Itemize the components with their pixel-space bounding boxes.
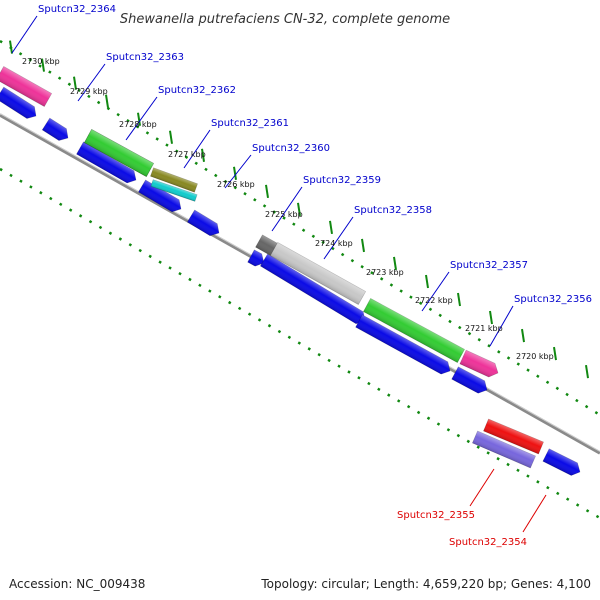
cds-block[interactable]: [542, 448, 583, 479]
tick-mark: [201, 148, 205, 162]
map-title: Shewanella putrefaciens CN-32, complete …: [120, 12, 450, 27]
tick-mark: [329, 220, 333, 235]
cds-block[interactable]: [41, 117, 72, 144]
gene-block-sputcn32_2358[interactable]: [269, 242, 367, 305]
gene-block-sputcn32_2360[interactable]: [150, 179, 198, 202]
kbp-label: 2729 kbp: [70, 87, 108, 96]
kbp-label: 2728 kbp: [119, 120, 157, 129]
kbp-label: 2730 kbp: [22, 57, 60, 66]
gene-block-sputcn32_2355[interactable]: [472, 430, 536, 469]
tick-mark: [41, 58, 45, 72]
inner-dotted-ring: [0, 167, 600, 520]
tick-mark: [457, 292, 461, 307]
cds-block[interactable]: [0, 86, 40, 122]
tick-mark: [233, 166, 237, 180]
tick-mark: [425, 274, 429, 289]
tick-mark: [361, 238, 365, 253]
callout-line: [77, 63, 106, 102]
gene-block-sputcn32_2361[interactable]: [150, 167, 198, 193]
cds-block[interactable]: [186, 209, 222, 239]
gene-label-sputcn32_2358[interactable]: Sputcn32_2358: [354, 205, 432, 216]
cds-track: [0, 86, 583, 479]
kbp-label: 2722 kbp: [415, 296, 453, 305]
kbp-label: 2720 kbp: [516, 352, 554, 361]
gene-block-sputcn32_2364[interactable]: [0, 66, 53, 107]
kbp-labels: 2730 kbp 2729 kbp 2728 kbp 2727 kbp 2726 kbp…: [22, 57, 554, 361]
tick-mark: [169, 130, 173, 144]
callout-line: [421, 271, 450, 312]
cds-block[interactable]: [451, 366, 491, 396]
callout-line: [183, 129, 211, 169]
callout-line: [522, 494, 547, 533]
accession-label: Accession: NC_009438: [9, 577, 146, 591]
tick-mark: [521, 328, 525, 343]
tick-mark: [105, 94, 109, 108]
kbp-label: 2723 kbp: [366, 268, 404, 277]
kbp-label: 2721 kbp: [465, 324, 503, 333]
kbp-label: 2727 kbp: [168, 150, 206, 159]
cds-block[interactable]: [247, 249, 268, 269]
callout-line: [11, 15, 38, 54]
kbp-label: 2726 kbp: [217, 180, 255, 189]
callout-line: [224, 154, 252, 189]
callout-line: [469, 468, 495, 507]
gene-block-sputcn32_2357[interactable]: [363, 298, 465, 363]
gene-label-sputcn32_2364[interactable]: Sputcn32_2364: [38, 4, 116, 15]
callout-line: [125, 96, 158, 141]
kbp-label: 2725 kbp: [265, 210, 303, 219]
tick-mark: [137, 112, 141, 126]
tick-mark: [553, 346, 557, 361]
tick-mark: [9, 40, 13, 54]
callout-line: [271, 186, 303, 232]
gene-label-sputcn32_2359[interactable]: Sputcn32_2359: [303, 175, 381, 186]
topology-label: Topology: circular; Length: 4,659,220 bp…: [261, 577, 591, 591]
gene-label-sputcn32_2354[interactable]: Sputcn32_2354: [449, 537, 527, 548]
tick-mark: [297, 202, 301, 217]
cds-block[interactable]: [76, 141, 140, 186]
callout-line: [489, 305, 514, 347]
callout-line: [323, 216, 354, 260]
gene-label-sputcn32_2357[interactable]: Sputcn32_2357: [450, 260, 528, 271]
tick-mark: [393, 256, 397, 271]
tick-mark: [265, 184, 269, 198]
gene-callouts: Sputcn32_2364Sputcn32_2363Sputcn32_2362S…: [11, 4, 592, 548]
kbp-label: 2724 kbp: [315, 239, 353, 248]
gene-label-sputcn32_2362[interactable]: Sputcn32_2362: [158, 85, 236, 96]
gene-block-sputcn32_2356[interactable]: [459, 349, 501, 380]
tick-mark: [585, 364, 589, 379]
gene-label-sputcn32_2363[interactable]: Sputcn32_2363: [106, 52, 184, 63]
cds-block[interactable]: [355, 314, 454, 377]
gene-track: [0, 66, 544, 469]
outer-tick-ring: [0, 39, 600, 417]
tick-marks: [9, 40, 589, 379]
gene-block-sputcn32_2354[interactable]: [483, 418, 544, 455]
gene-label-sputcn32_2356[interactable]: Sputcn32_2356: [514, 294, 592, 305]
gene-label-sputcn32_2361[interactable]: Sputcn32_2361: [211, 118, 289, 129]
tick-mark: [489, 310, 493, 325]
tick-mark: [73, 76, 77, 90]
gene-label-sputcn32_2355[interactable]: Sputcn32_2355: [397, 510, 475, 521]
gene-label-sputcn32_2360[interactable]: Sputcn32_2360: [252, 143, 330, 154]
cds-block[interactable]: [138, 179, 184, 215]
gene-block-sputcn32_2362[interactable]: [83, 129, 155, 177]
